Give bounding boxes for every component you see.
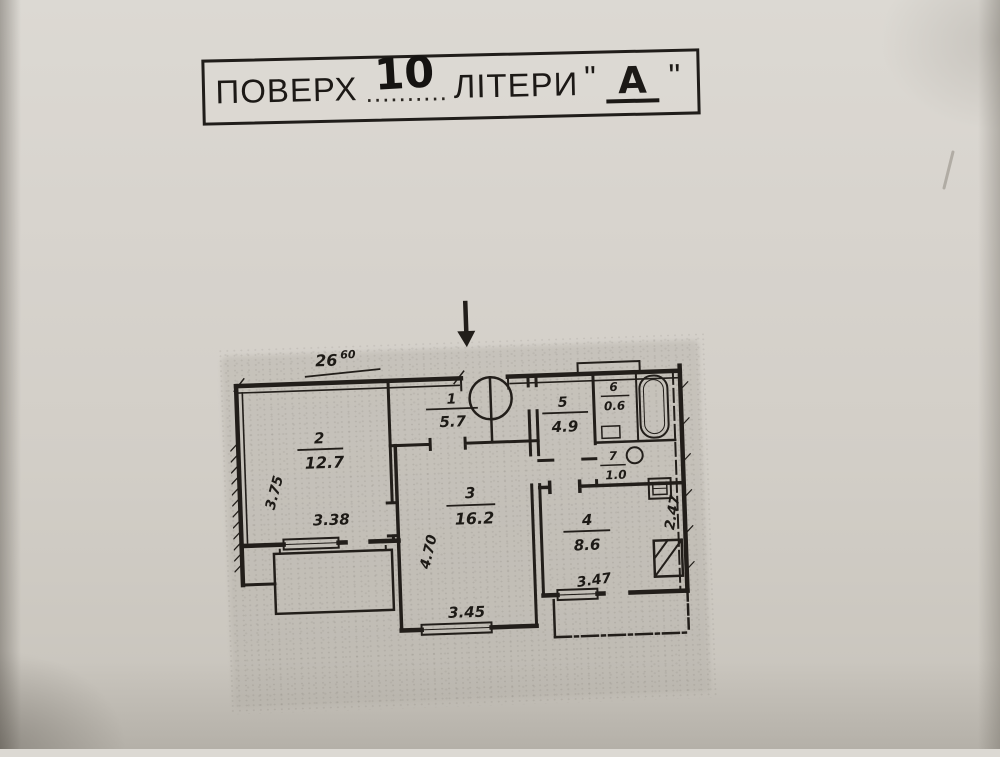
toilet-icon bbox=[626, 447, 643, 464]
room-4-number: 4 bbox=[581, 511, 593, 529]
room-1-area: 5.7 bbox=[439, 412, 467, 431]
room-3-area: 16.2 bbox=[454, 508, 494, 528]
room-5-number: 5 bbox=[558, 395, 569, 411]
room-6-area: 0.6 bbox=[604, 399, 626, 414]
room-7-area: 1.0 bbox=[605, 468, 627, 483]
room-2-label: 2 12.7 bbox=[298, 428, 346, 473]
floor-label: ПОВЕРХ bbox=[215, 70, 358, 111]
room-4-label: 4 8.6 bbox=[564, 510, 610, 555]
paper-shading-corner bbox=[0, 609, 180, 749]
room-5-area: 4.9 bbox=[550, 417, 578, 436]
floor-value: 10 bbox=[373, 47, 436, 100]
bathtub-icon bbox=[639, 375, 669, 438]
dim-room3-width: 3.45 bbox=[448, 603, 486, 622]
paper-shading-right bbox=[978, 0, 1000, 749]
room-3-number: 3 bbox=[465, 484, 476, 502]
dim-room2-height: 3.75 bbox=[263, 474, 287, 512]
room-3-label: 3 16.2 bbox=[447, 483, 496, 529]
paper-shading-topright bbox=[840, 0, 1000, 200]
room-7-number: 7 bbox=[608, 449, 617, 463]
dim-room2-width: 3.38 bbox=[312, 510, 350, 529]
paper-shading-left bbox=[0, 0, 30, 749]
dim-room4-height: 2.47 bbox=[662, 494, 684, 531]
floor-value-field: .......... 10 bbox=[365, 72, 448, 105]
letter-value: А bbox=[606, 63, 660, 103]
quote-close: " bbox=[668, 57, 681, 95]
room-2-area: 12.7 bbox=[304, 452, 345, 472]
room-5-label: 5 4.9 bbox=[543, 394, 588, 437]
outer-walls bbox=[236, 360, 688, 606]
room-7-label: 7 1.0 bbox=[600, 449, 626, 483]
entry-arrow-icon bbox=[456, 303, 476, 348]
room-4-area: 8.6 bbox=[573, 536, 600, 555]
dim-room3-height: 4.70 bbox=[417, 533, 441, 571]
sink-icon bbox=[602, 426, 620, 439]
windows bbox=[283, 529, 598, 640]
scan-scratch-mark bbox=[942, 150, 955, 190]
room-6-number: 6 bbox=[609, 380, 618, 394]
dim-room4-width: 3.47 bbox=[576, 570, 613, 591]
title-box: ПОВЕРХ .......... 10 ЛІТЕРИ " А " bbox=[201, 48, 700, 125]
balcony-left bbox=[274, 550, 394, 614]
quote-open: " bbox=[584, 59, 597, 97]
room-2-number: 2 bbox=[314, 429, 325, 447]
room-1-number: 1 bbox=[446, 391, 456, 407]
letter-label: ЛІТЕРИ bbox=[453, 65, 579, 106]
balcony-right bbox=[554, 591, 689, 638]
room-6-label: 6 0.6 bbox=[601, 379, 629, 413]
